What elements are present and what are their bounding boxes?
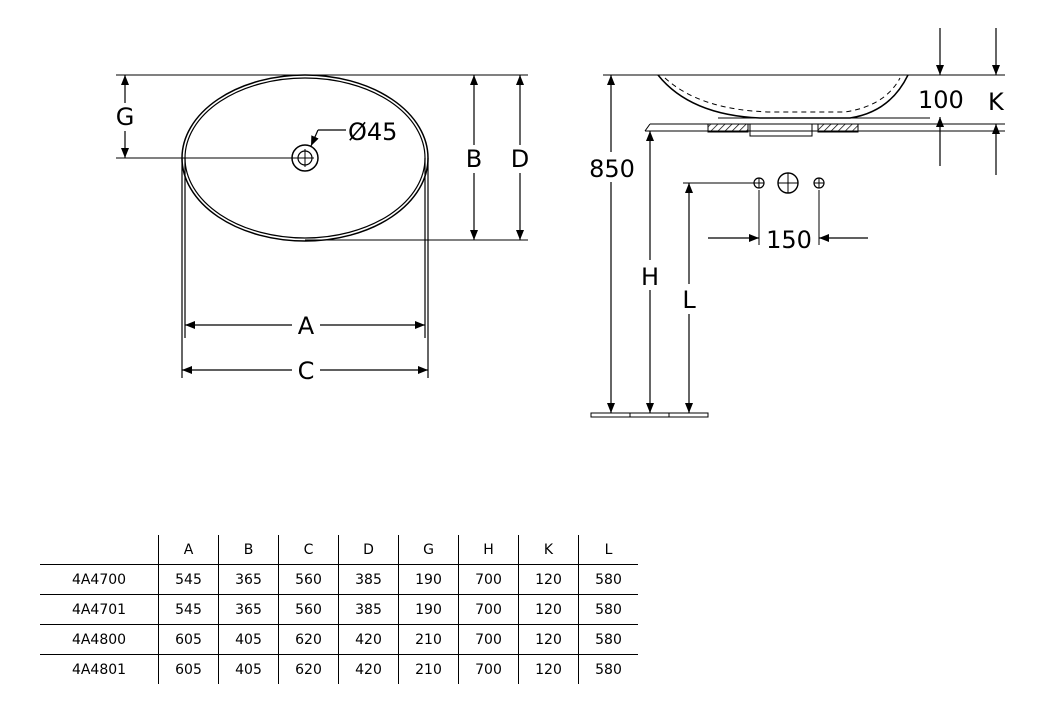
value-cell: 405: [218, 654, 279, 684]
basin-profile: [657, 74, 909, 119]
value-cell: 420: [338, 624, 399, 655]
foot-base: [749, 123, 813, 137]
label-850: 850: [589, 155, 635, 183]
table-header-cell: D: [338, 535, 399, 565]
value-cell: 120: [518, 624, 579, 655]
value-cell: 605: [158, 624, 219, 655]
value-cell: 545: [158, 564, 219, 595]
table-header-cell: A: [158, 535, 219, 565]
label-c: C: [298, 357, 315, 385]
label-d: D: [511, 145, 529, 173]
top-view: [116, 74, 528, 378]
value-cell: 365: [218, 594, 279, 625]
label-k: K: [988, 88, 1005, 116]
value-cell: 700: [458, 624, 519, 655]
value-cell: 190: [398, 564, 459, 595]
value-cell: 420: [338, 654, 399, 684]
value-cell: 120: [518, 594, 579, 625]
value-cell: 700: [458, 564, 519, 595]
value-cell: 580: [578, 654, 638, 684]
table-row: 4A4801 605 405 620 420 210 700 120 580: [40, 654, 638, 684]
drain-outer: [291, 144, 319, 172]
table-header-cell: C: [278, 535, 339, 565]
floor: [590, 412, 709, 418]
table-header-cell: G: [398, 535, 459, 565]
value-cell: 580: [578, 594, 638, 625]
seal-right: [817, 123, 859, 133]
label-g: G: [116, 103, 135, 131]
value-cell: 210: [398, 654, 459, 684]
seal-left: [707, 123, 749, 133]
value-cell: 700: [458, 594, 519, 625]
table-header-cell: K: [518, 535, 579, 565]
value-cell: 560: [278, 564, 339, 595]
side-view: [590, 28, 1005, 418]
value-cell: 120: [518, 654, 579, 684]
table-row: 4A4700 545 365 560 385 190 700 120 580: [40, 564, 638, 595]
value-cell: 580: [578, 564, 638, 595]
label-drain-diameter: Ø45: [348, 118, 397, 146]
value-cell: 385: [338, 564, 399, 595]
value-cell: 210: [398, 624, 459, 655]
table-row: 4A4701 545 365 560 385 190 700 120 580: [40, 594, 638, 625]
value-cell: 545: [158, 594, 219, 625]
basin-inner-dashed: [664, 77, 901, 113]
value-cell: 405: [218, 624, 279, 655]
model-cell: 4A4800: [40, 624, 159, 655]
model-cell: 4A4700: [40, 564, 159, 595]
value-cell: 605: [158, 654, 219, 684]
label-150: 150: [766, 226, 812, 254]
value-cell: 365: [218, 564, 279, 595]
table-header-cell: H: [458, 535, 519, 565]
table-header-cell: [40, 535, 159, 565]
value-cell: 560: [278, 594, 339, 625]
label-h: H: [641, 263, 659, 291]
value-cell: 580: [578, 624, 638, 655]
label-100: 100: [918, 86, 964, 114]
table-header-row: A B C D G H K L: [40, 535, 638, 565]
table-header-cell: B: [218, 535, 279, 565]
value-cell: 700: [458, 654, 519, 684]
table-header-cell: L: [578, 535, 638, 565]
model-cell: 4A4801: [40, 654, 159, 684]
value-cell: 385: [338, 594, 399, 625]
value-cell: 120: [518, 564, 579, 595]
technical-drawing: A C B D G Ø45: [115, 28, 1005, 418]
model-cell: 4A4701: [40, 594, 159, 625]
value-cell: 620: [278, 624, 339, 655]
value-cell: 620: [278, 654, 339, 684]
label-l: L: [682, 286, 696, 314]
dimension-table: A B C D G H K L 4A4700 545 365 560 385 1…: [40, 535, 638, 684]
label-a: A: [298, 312, 315, 340]
label-b: B: [466, 145, 482, 173]
value-cell: 190: [398, 594, 459, 625]
table-row: 4A4800 605 405 620 420 210 700 120 580: [40, 624, 638, 655]
